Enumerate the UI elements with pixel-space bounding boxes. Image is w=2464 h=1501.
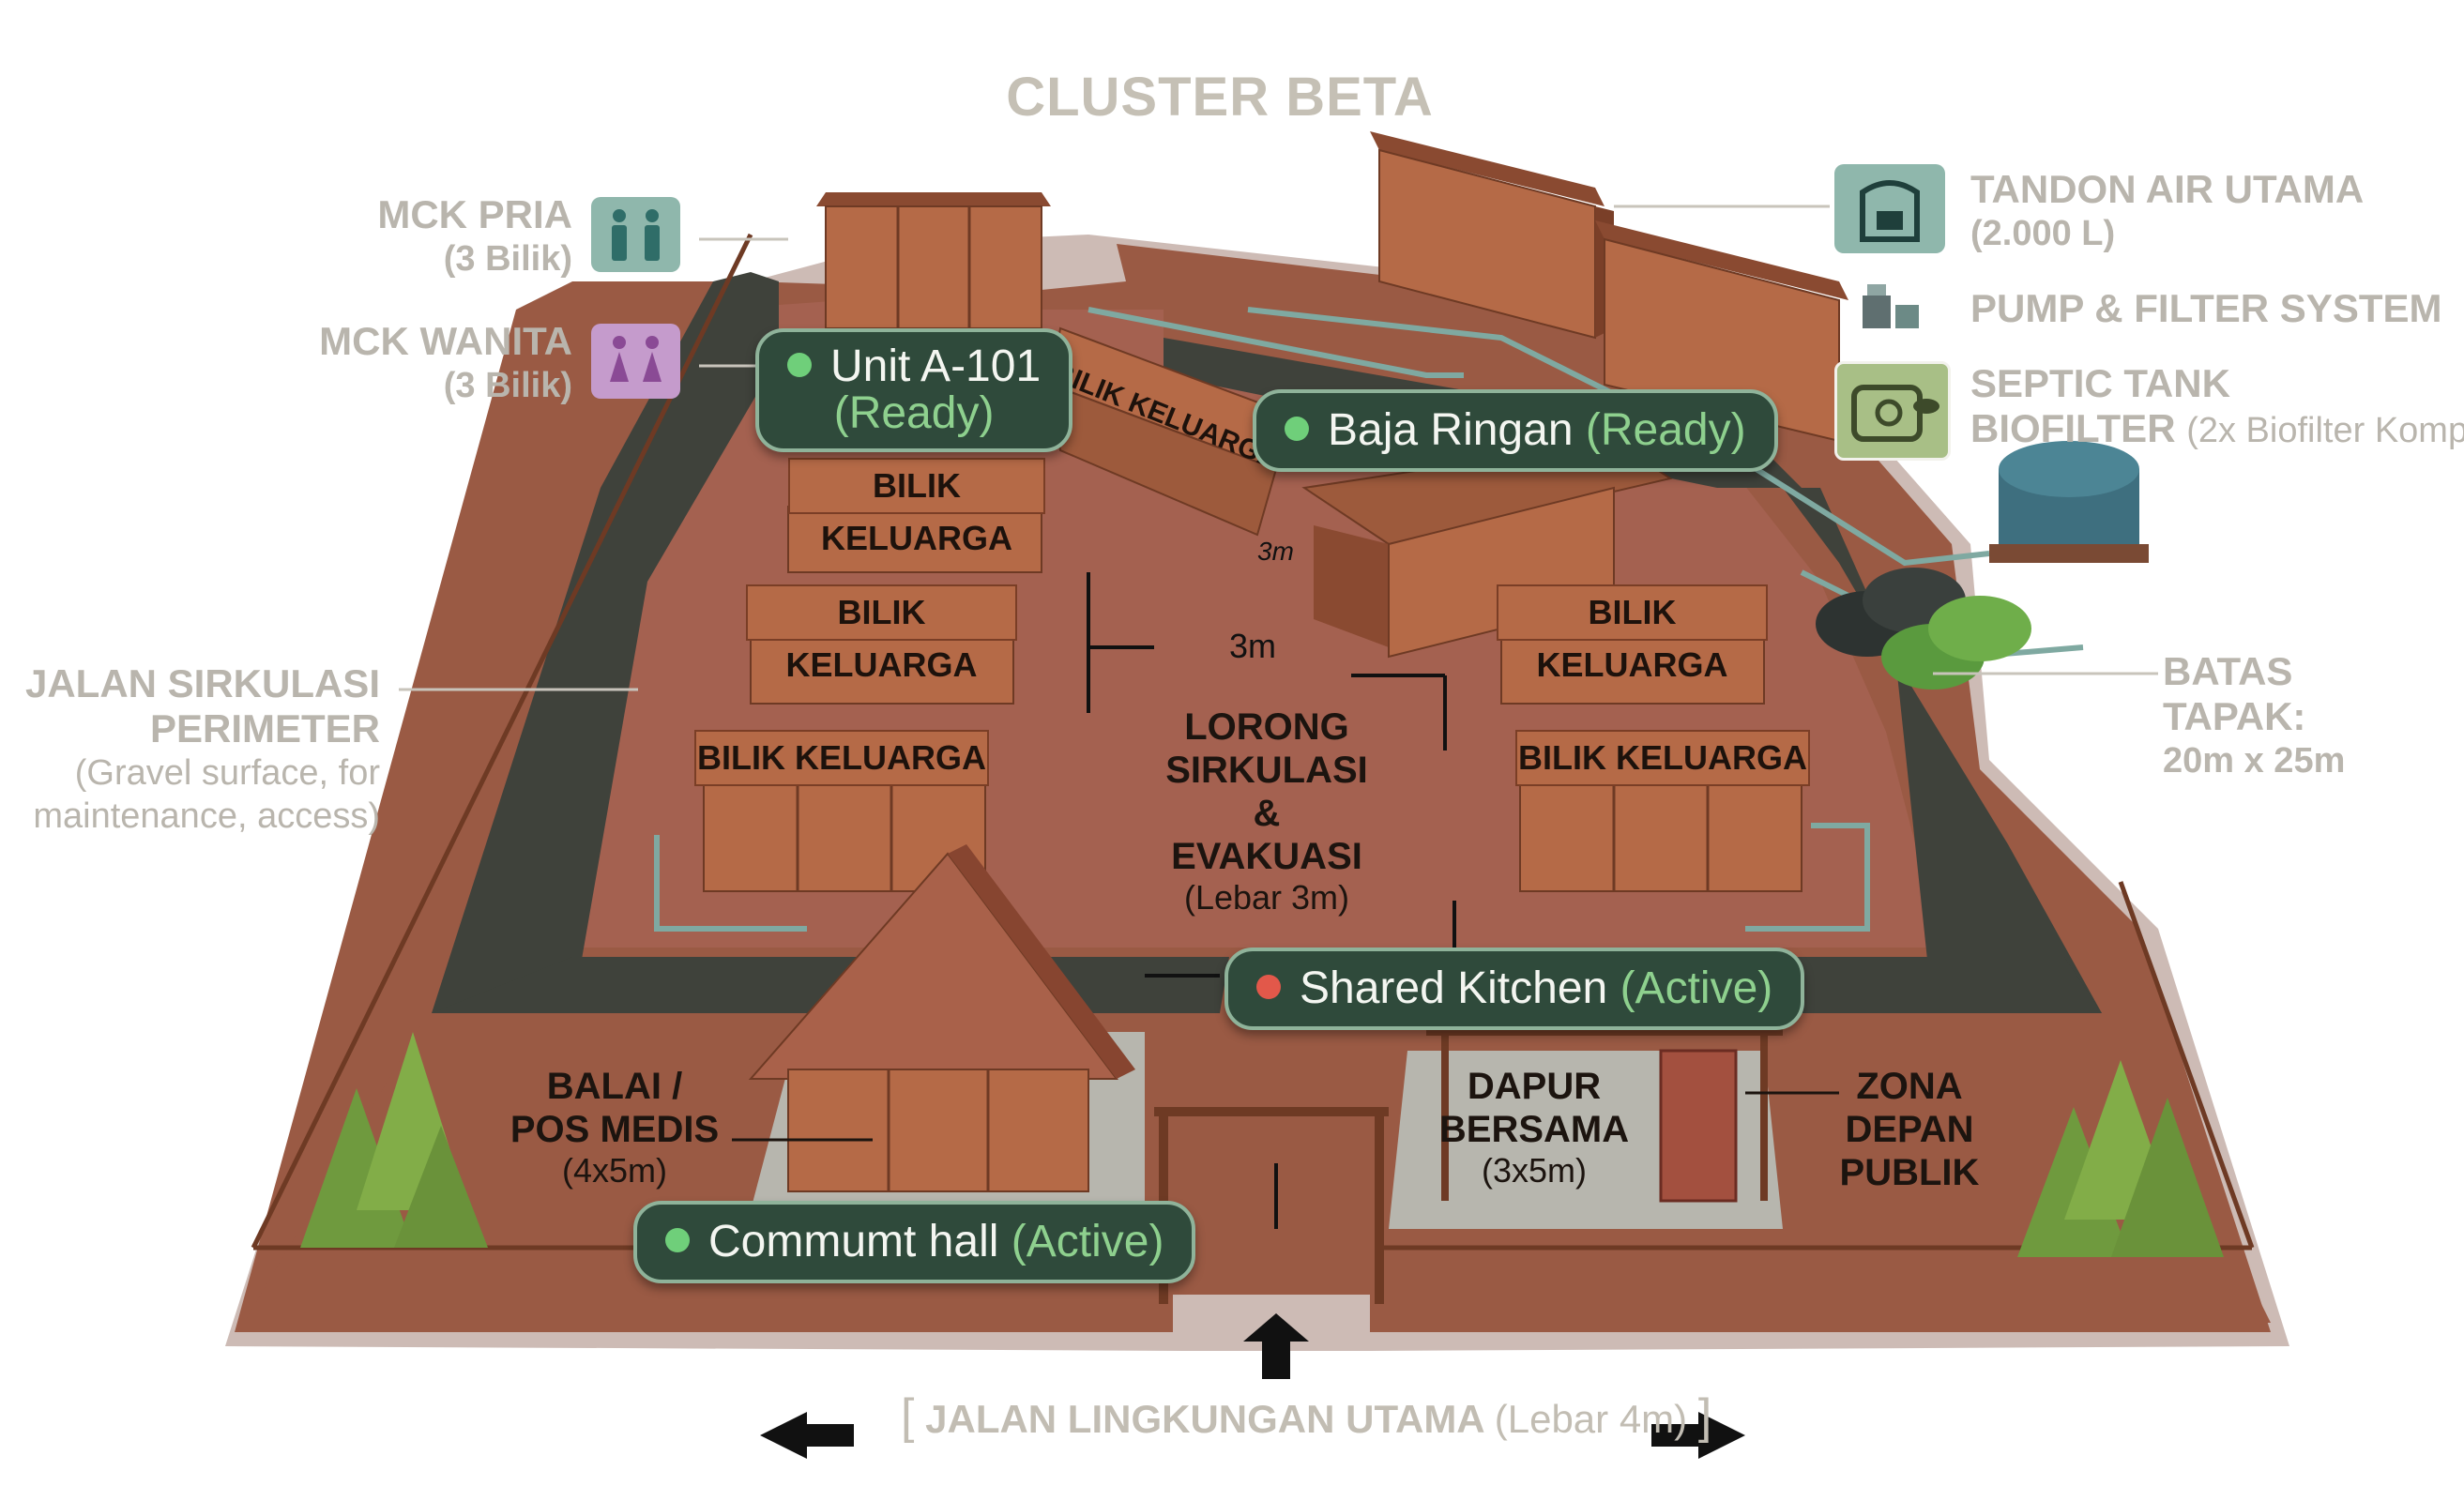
septic-sub: (2x Biofilter Komp <box>2186 411 2464 450</box>
pill-unit-name: Unit A-101 <box>830 341 1042 391</box>
road-arrow-left <box>760 1412 854 1459</box>
dapur-sub: (3x5m) <box>1481 1151 1587 1190</box>
dapur-line-2: BERSAMA <box>1438 1109 1630 1150</box>
pill-hall-status: (Active) <box>1011 1217 1164 1266</box>
jalan-perimeter-sub-2: maintenance, access) <box>33 796 380 836</box>
gravel-perimeter-left <box>432 272 779 1013</box>
water-tank <box>1989 441 2149 563</box>
road-bracket-close: ] <box>1697 1389 1712 1444</box>
bilik-label-5: BILIK KELUARGA <box>1515 730 1810 786</box>
mck-pria-label: MCK PRIA (3 Bilik) <box>357 192 572 280</box>
bilik-label-4: BILIK KELUARGA <box>1497 584 1768 684</box>
ready-status-dot <box>1285 417 1309 442</box>
road-label: [ JALAN LINGKUNGAN UTAMA (Lebar 4m) ] <box>901 1388 1711 1445</box>
ready-status-dot <box>787 353 812 378</box>
balai-line-1: BALAI / <box>546 1066 683 1107</box>
dimension-3m-label: 3m <box>1229 627 1277 665</box>
zona-line-1: ZONA <box>1856 1066 1963 1107</box>
mck-building <box>816 192 1051 329</box>
balai-line-2: POS MEDIS <box>510 1109 720 1150</box>
gravel-perimeter-right <box>1783 488 2102 1013</box>
road-arrow-right <box>1651 1412 1745 1459</box>
map-leader-lines <box>732 1091 1839 1142</box>
status-pill-commumt-hall[interactable]: Commumt hall (Active) <box>633 1201 1196 1283</box>
storage-building-1 <box>1370 131 1614 340</box>
balai-building <box>748 844 1135 1192</box>
tandon-sub: (2.000 L) <box>1970 214 2116 253</box>
bilik-label-3: BILIK KELUARGA <box>694 730 989 786</box>
zona-line-2: DEPAN PUBLIK <box>1839 1109 1980 1193</box>
bilik-left-stack <box>703 506 1042 892</box>
septic-title-2: BIOFILTER <box>1970 406 2176 450</box>
balai-sub: (4x5m) <box>561 1151 667 1190</box>
jalan-perimeter-sub-1: (Gravel surface, for <box>74 753 380 793</box>
bilik-right-stack <box>1500 637 1802 892</box>
bilik-label-1: BILIK KELUARGA <box>788 458 1045 557</box>
batas-title: BATAS TAPAK: <box>2163 649 2306 738</box>
pill-baja-status: (Ready) <box>1585 405 1746 455</box>
cluster-title: CLUSTER BETA <box>1006 67 1434 128</box>
pump-filter-icon <box>1853 277 1928 338</box>
lorong-sub: (Lebar 3m) <box>1183 878 1350 917</box>
zona-label: ZONA DEPAN PUBLIK <box>1773 1065 2046 1194</box>
mck-wanita-sub: (3 Bilik) <box>443 366 572 405</box>
lorong-line-4: EVAKUASI <box>1171 836 1362 877</box>
septic-tank-icon <box>1834 361 1951 461</box>
tandon-title: TANDON AIR UTAMA <box>1970 167 2365 211</box>
status-pill-unit-a101[interactable]: Unit A-101 (Ready) <box>755 328 1073 452</box>
dapur-pergola <box>1426 1028 1783 1201</box>
kitchen-stove <box>1659 1049 1738 1203</box>
pill-baja-name: Baja Ringan <box>1328 405 1574 455</box>
status-pill-baja-ringan[interactable]: Baja Ringan (Ready) <box>1253 389 1778 472</box>
male-restroom-icon <box>591 197 680 272</box>
dimension-3m-small-label: 3m <box>1257 537 1294 566</box>
pill-kitchen-name: Shared Kitchen <box>1300 963 1608 1013</box>
batas-sub: 20m x 25m <box>2163 741 2346 781</box>
mck-pria-title: MCK PRIA <box>377 192 572 236</box>
dapur-label: DAPUR BERSAMA (3x5m) <box>1426 1065 1642 1190</box>
road-sub: (Lebar 4m) <box>1494 1397 1688 1441</box>
balai-label: BALAI / POS MEDIS (4x5m) <box>507 1065 722 1190</box>
dapur-line-1: DAPUR <box>1467 1066 1602 1107</box>
lorong-line-1: LORONG <box>1184 706 1349 748</box>
bilik-label-2: BILIK KELUARGA <box>746 584 1017 684</box>
road-bracket-open: [ <box>901 1389 915 1444</box>
active-status-dot <box>1256 975 1281 1000</box>
entrance-arrow <box>1243 1313 1309 1379</box>
mck-pria-sub: (3 Bilik) <box>443 239 572 279</box>
trees-right <box>2017 1060 2224 1257</box>
septic-label: SEPTIC TANK BIOFILTER (2x Biofilter Komp <box>1970 361 2464 452</box>
mck-wanita-title: MCK WANITA <box>319 319 572 363</box>
pill-unit-status: (Ready) <box>833 388 995 438</box>
active-status-dot <box>665 1228 690 1253</box>
mck-wanita-label: MCK WANITA (3 Bilik) <box>310 319 572 407</box>
pump-label: PUMP & FILTER SYSTEM <box>1970 286 2442 330</box>
trees-left <box>300 1032 488 1248</box>
pill-kitchen-status: (Active) <box>1620 963 1773 1013</box>
jalan-perimeter-title-2: PERIMETER <box>149 706 380 750</box>
female-restroom-icon <box>591 324 680 399</box>
jalan-perimeter-title-1: JALAN SIRKULASI <box>24 661 380 705</box>
status-pill-shared-kitchen[interactable]: Shared Kitchen (Active) <box>1224 948 1805 1030</box>
lorong-label: LORONG SIRKULASI & EVAKUASI (Lebar 3m) <box>1126 705 1407 917</box>
lorong-line-3: & <box>1253 793 1281 834</box>
jalan-perimeter-label: JALAN SIRKULASI PERIMETER (Gravel surfac… <box>19 661 380 838</box>
batas-label: BATAS TAPAK: 20m x 25m <box>2163 649 2444 782</box>
tandon-label: TANDON AIR UTAMA (2.000 L) <box>1970 167 2440 255</box>
septic-title-1: SEPTIC TANK <box>1970 361 2230 405</box>
pill-hall-name: Commumt hall <box>708 1217 999 1266</box>
road-title: JALAN LINGKUNGAN UTAMA <box>925 1397 1484 1441</box>
leader-lines <box>399 205 2158 691</box>
lorong-line-2: SIRKULASI <box>1165 750 1368 791</box>
water-tank-icon <box>1834 164 1945 253</box>
